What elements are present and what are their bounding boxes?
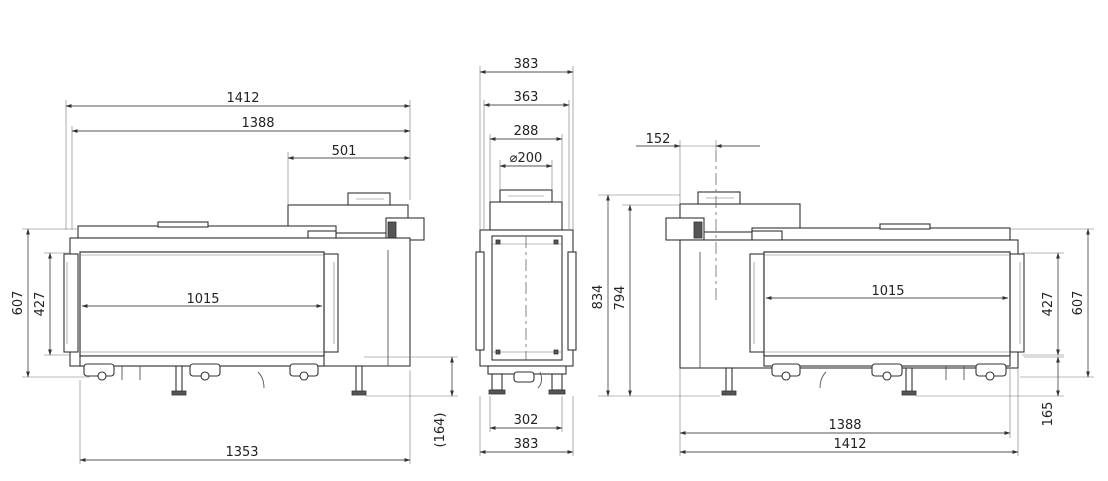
side-view: 383 363 288 ⌀200 834 794 302 383	[475, 57, 720, 456]
side-depth-inner-label: 363	[514, 90, 539, 105]
rear-right-frame	[1009, 253, 1025, 353]
rear-width-outer-label: 1412	[833, 437, 866, 452]
rear-left-frame	[749, 253, 765, 353]
front-leg	[175, 365, 183, 393]
front-glass-height-label: 427	[33, 292, 48, 317]
front-height-label: 607	[11, 291, 26, 316]
rear-glass-width-label: 1015	[871, 284, 904, 299]
rear-flue-offset-label: 152	[646, 132, 671, 147]
front-left-frame	[63, 253, 79, 353]
front-foot-height-label: (164)	[433, 413, 448, 448]
rear-view: 152 1015 607 427 165 1388 1412	[636, 132, 1094, 456]
rear-height-label: 607	[1071, 291, 1086, 316]
front-glass-width-label: 1015	[186, 292, 219, 307]
rear-leg	[905, 367, 913, 393]
front-leg	[355, 365, 363, 393]
rear-glass	[763, 251, 1011, 357]
rear-foot-height-label: 165	[1041, 402, 1056, 427]
side-depth-outer-label: 383	[514, 57, 539, 72]
side-foot-span-label: 302	[514, 413, 539, 428]
side-top-housing	[489, 201, 563, 231]
rear-glass-height-label: 427	[1041, 292, 1056, 317]
rear-width-inner-label: 1388	[828, 418, 861, 433]
front-width-outer-label: 1412	[226, 91, 259, 106]
front-base-width-label: 1353	[225, 445, 258, 460]
front-right-frame	[323, 253, 339, 353]
side-flue-diameter-label: ⌀200	[510, 151, 543, 166]
front-width-inner-label: 1388	[241, 116, 274, 131]
side-body-height-label: 794	[613, 286, 628, 311]
front-flue-offset-label: 501	[332, 144, 357, 159]
side-height-total-label: 834	[591, 285, 606, 310]
rear-leg	[725, 367, 733, 393]
side-collar-width-label: 288	[514, 124, 539, 139]
front-view: 1412 1388 501 1015 1353 607 427 (164)	[11, 91, 458, 464]
rear-top-cap	[751, 227, 1011, 241]
front-glass	[79, 251, 325, 357]
side-base-depth-label: 383	[514, 437, 539, 452]
front-top-cap	[77, 225, 337, 239]
